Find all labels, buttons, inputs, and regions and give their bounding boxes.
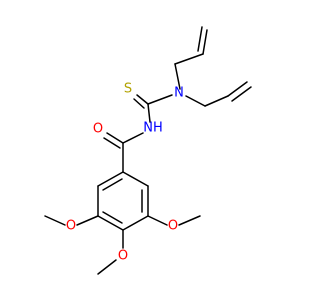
bond-c-s-double-a — [136, 94, 149, 105]
bond-ch-ch2-double-right-b — [231, 86, 252, 102]
bond-ch2-ch-upper — [174, 53, 204, 65]
bond-o-ch3-right — [178, 215, 201, 226]
bond-ring-o-right — [147, 215, 168, 226]
bond-ch-ch2-double-upper-b — [197, 26, 203, 52]
bond-c-n-amine — [147, 94, 173, 105]
atom-nitrogen-amine: N — [174, 86, 184, 101]
ring-bond-1-inner — [102, 178, 123, 191]
atom-oxygen-methoxy-left: O — [66, 219, 76, 234]
bond-c-s-double-b — [133, 98, 145, 109]
ring-bond-4 — [122, 215, 149, 231]
molecule-structure: S N NH O O O O — [44, 26, 252, 275]
bond-ch2-ch-right — [204, 95, 229, 107]
bond-ring-o-left — [76, 215, 99, 226]
atom-labels: S N NH O O O O — [66, 82, 184, 264]
bond-ch-ch2-double-upper-a — [202, 29, 208, 55]
atom-sulfur: S — [124, 82, 132, 97]
ring-bond-6 — [122, 171, 149, 187]
atom-oxygen-methoxy-right: O — [168, 219, 178, 234]
bond-o-ch3-bottom — [97, 259, 117, 275]
ring-bond-3 — [97, 215, 124, 231]
molecule-canvas: S N NH O O O O — [44, 26, 252, 275]
atom-oxygen-methoxy-bottom: O — [118, 249, 128, 264]
bond-ch-ch2-double-right-a — [227, 81, 248, 97]
ring-bond-1 — [97, 171, 124, 187]
bond-n-ch2-upper — [174, 63, 181, 90]
ring-bond-3-inner — [102, 211, 123, 224]
atom-oxygen-carbonyl: O — [93, 122, 103, 137]
bond-c-o-double-a — [106, 132, 124, 144]
bond-nh-c-carbonyl — [122, 132, 144, 144]
bond-c-nh — [147, 103, 151, 123]
bond-o-ch3-left — [44, 215, 66, 226]
bond-c-o-double-b — [103, 137, 121, 149]
bond-n-ch2-right — [185, 95, 206, 107]
bonds — [44, 26, 252, 275]
atom-nh-amide: NH — [143, 121, 163, 136]
